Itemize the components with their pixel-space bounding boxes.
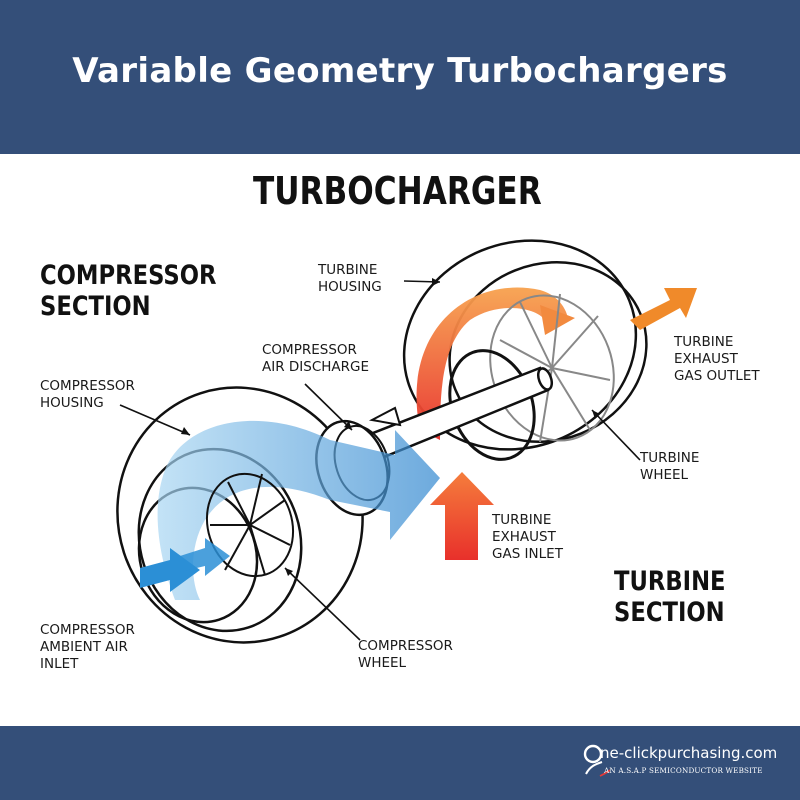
compressor-section-label: COMPRESSOR SECTION xyxy=(40,260,216,322)
header-banner: Variable Geometry Turbochargers xyxy=(0,0,800,154)
page-title: Variable Geometry Turbochargers xyxy=(72,51,727,91)
logo-name: ne-clickpurchasing.com xyxy=(600,744,777,762)
footer-banner: ne-clickpurchasing.com AN A.S.A.P SEMICO… xyxy=(0,726,800,800)
label-compressor-housing: COMPRESSOR HOUSING xyxy=(40,378,135,412)
exhaust-outlet-arrow xyxy=(630,288,697,330)
label-turbine-housing: TURBINE HOUSING xyxy=(318,262,382,296)
diagram-title: TURBOCHARGER xyxy=(253,169,542,213)
logo-tagline: AN A.S.A.P SEMICONDUCTOR WEBSITE xyxy=(604,766,763,775)
label-compressor-ambient-air-inlet: COMPRESSOR AMBIENT AIR INLET xyxy=(40,622,135,673)
label-turbine-wheel: TURBINE WHEEL xyxy=(640,450,699,484)
label-compressor-wheel: COMPRESSOR WHEEL xyxy=(358,638,453,672)
turbocharger-diagram: TURBOCHARGER COMPRESSOR SECTION TURBINE … xyxy=(0,154,800,726)
turbine-section-label: TURBINE SECTION xyxy=(614,566,726,628)
site-logo[interactable]: ne-clickpurchasing.com AN A.S.A.P SEMICO… xyxy=(582,740,772,788)
label-turbine-exhaust-gas-outlet: TURBINE EXHAUST GAS OUTLET xyxy=(674,334,760,385)
exhaust-inlet-arrow xyxy=(430,472,494,560)
label-turbine-exhaust-gas-inlet: TURBINE EXHAUST GAS INLET xyxy=(492,512,563,563)
label-compressor-air-discharge: COMPRESSOR AIR DISCHARGE xyxy=(262,342,369,376)
